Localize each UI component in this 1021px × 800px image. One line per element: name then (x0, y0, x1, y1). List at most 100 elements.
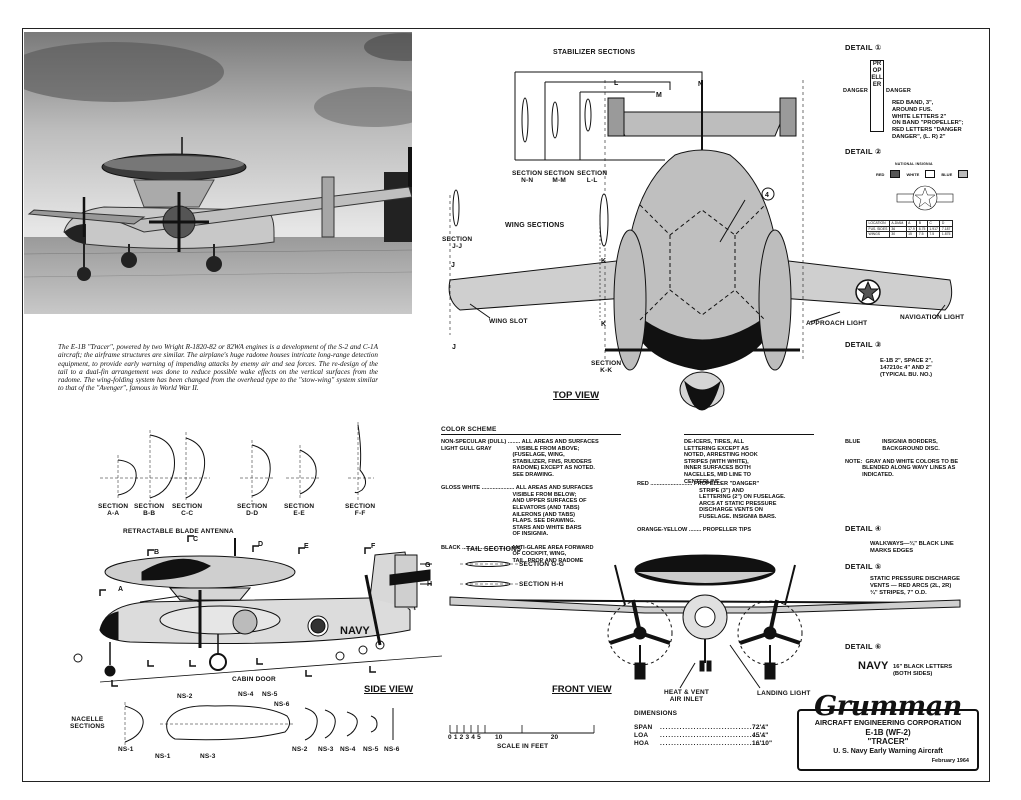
scale-tick-labels: 0 1 2 3 4 5 10 20 (448, 734, 559, 741)
tail-sections-title: TAIL SECTIONS (466, 546, 522, 553)
section-label-kk: SECTION K-K (591, 360, 622, 374)
insignia-diagram (896, 185, 954, 211)
insignia-cell: 30 (888, 231, 907, 238)
wing-marker-k: K (601, 258, 607, 265)
blue-swatch (958, 170, 969, 178)
dimensions-title: DIMENSIONS (634, 710, 678, 717)
scale-bar (449, 725, 595, 734)
section-label-ll: SECTION L-L (577, 170, 608, 184)
wing-marker-k2: K (601, 321, 607, 328)
side-view-drawing: NAVY (73, 535, 443, 687)
side-marker-h: H (427, 581, 433, 588)
insignia-table: LOCATION A-DIAM. A B C D FUS. SIDES 36 1… (866, 220, 953, 238)
side-marker-e: E (304, 543, 309, 550)
side-marker-b: B (154, 549, 160, 556)
wing-sections-title: WING SECTIONS (505, 222, 565, 229)
section-label-a: SECTION A-A (98, 503, 129, 517)
section-label-nn: SECTION N-N (512, 170, 543, 184)
side-navy-lettering: NAVY (340, 625, 370, 637)
detail-2-color-white: WHITE (906, 171, 920, 177)
section-label-c: SECTION C-C (172, 503, 203, 517)
detail-6-title: DETAIL ⑥ (845, 642, 882, 651)
side-marker-c: C (193, 536, 199, 543)
detail-5-text: STATIC PRESSURE DISCHARGE VENTS — RED AR… (870, 576, 960, 596)
section-label-jj: SECTION J-J (442, 236, 473, 250)
dim-loa-leader: ...................................... (660, 732, 767, 739)
nacelle-label-1b: NS-1 (155, 753, 171, 760)
side-marker-f: F (371, 543, 376, 550)
color-scheme-column-2a: DE-ICERS, TIRES, ALL LETTERING EXCEPT AS… (684, 439, 758, 485)
top-view-drawing: 4 (448, 71, 953, 411)
side-marker-g: G (425, 562, 431, 569)
detail-6-text: 16" BLACK LETTERS (BOTH SIDES) (893, 664, 953, 677)
drawing-date: February 1964 (931, 758, 969, 764)
fuselage-section-drawings (100, 422, 374, 502)
wing-marker-j: J (451, 262, 456, 269)
dim-span-key: SPAN (634, 724, 653, 731)
landing-light-label: LANDING LIGHT (757, 690, 811, 697)
detail-1-title: DETAIL ① (845, 43, 882, 52)
color-scheme-rule-2 (684, 434, 814, 435)
grumman-logo: Grumman (814, 691, 962, 722)
aircraft-photo (24, 32, 412, 314)
detail-4-text: WALKWAYS—¾" BLACK LINE MARKS EDGES (870, 541, 954, 554)
nacelle-label-5b: NS-5 (363, 746, 379, 753)
scale-title: SCALE IN FEET (497, 743, 549, 750)
side-view-title: SIDE VIEW (364, 684, 414, 695)
insignia-cell: 7.5 (916, 231, 928, 238)
white-swatch (925, 170, 936, 178)
stab-marker-l: L (614, 80, 619, 87)
section-label-d: SECTION D-D (237, 503, 268, 517)
insignia-cell: 15 (905, 231, 918, 238)
insignia-cell: 7.5 (926, 231, 941, 238)
insignia-cell: 1.875 (939, 231, 953, 238)
detail-6-navy: NAVY (858, 660, 889, 672)
color-scheme-rule (441, 434, 621, 435)
aircraft-name: "TRACER" (867, 737, 909, 746)
section-label-hh: SECTION H-H (519, 581, 564, 588)
aircraft-model: E-1B (WF-2) (865, 728, 911, 737)
svg-text:4: 4 (765, 192, 769, 199)
detail-2-caption: NATIONAL INSIGNIA (895, 162, 933, 166)
navigation-light-label: NAVIGATION LIGHT (900, 314, 965, 321)
drawing-sheet-border (22, 28, 990, 782)
cabin-door-label: CABIN DOOR (232, 676, 276, 683)
top-view-title: TOP VIEW (553, 390, 600, 401)
dim-hoa-leader: ...................................... (660, 740, 767, 747)
detail-1-propeller-band: PROPELLER (870, 60, 884, 132)
detail-4-title: DETAIL ④ (845, 524, 882, 533)
dim-span-leader: ...................................... (660, 724, 767, 731)
tail-section-drawings (460, 561, 518, 587)
detail-1-text: RED BAND, 3", AROUND FUS. WHITE LETTERS … (892, 100, 964, 140)
title-block: Grumman AIRCRAFT ENGINEERING CORPORATION… (797, 691, 979, 771)
insignia-cell: WINGS (866, 231, 890, 238)
color-scheme-title: COLOR SCHEME (441, 426, 497, 433)
color-scheme-column-1: NON-SPECULAR (DULL) ........ ALL AREAS A… (441, 439, 599, 564)
front-view-title: FRONT VIEW (552, 684, 612, 695)
section-label-mm: SECTION M-M (544, 170, 575, 184)
nacelle-label-2a: NS-2 (177, 693, 193, 700)
front-view-drawing (449, 554, 961, 689)
insignia-cell: FUS. SIDES (866, 225, 890, 232)
antenna-label: RETRACTABLE BLADE ANTENNA (123, 528, 234, 535)
stab-marker-n: N (698, 81, 704, 88)
dim-hoa-key: HOA (634, 740, 650, 747)
section-label-f: SECTION F-F (345, 503, 376, 517)
red-swatch (890, 170, 901, 178)
heat-vent-inlet-label: HEAT & VENT AIR INLET (664, 689, 710, 703)
detail-3-title: DETAIL ③ (845, 340, 882, 349)
aircraft-description-line: U. S. Navy Early Warning Aircraft (833, 748, 943, 755)
detail-2-title: DETAIL ② (845, 147, 882, 156)
dim-span-value: 72'4" (752, 724, 769, 731)
nacelle-label-3a: NS-3 (200, 753, 216, 760)
section-label-b: SECTION B-B (134, 503, 165, 517)
side-marker-d: D (258, 541, 264, 548)
dim-loa-key: LOA (634, 732, 649, 739)
nacelle-label-4b: NS-4 (340, 746, 356, 753)
stabilizer-sections-title: STABILIZER SECTIONS (553, 49, 636, 56)
aircraft-description: The E-1B "Tracer", powered by two Wright… (58, 343, 378, 393)
insignia-cell: A-DIAM. (888, 220, 907, 227)
corporation-name: AIRCRAFT ENGINEERING CORPORATION (814, 718, 962, 727)
nacelle-label-6a: NS-6 (274, 701, 290, 708)
detail-2-color-red: RED (876, 171, 885, 177)
